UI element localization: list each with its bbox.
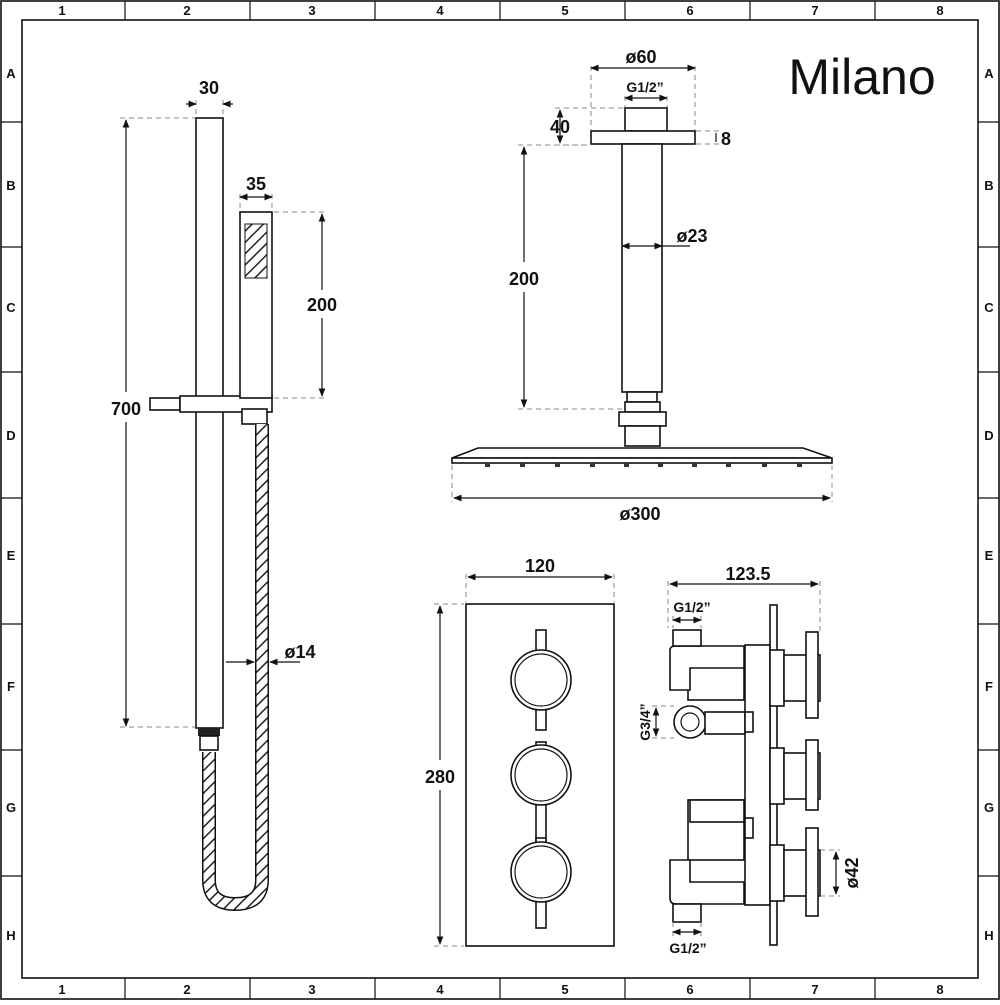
grid-row-left-g: G: [6, 800, 16, 815]
riser-rail-kit: 30 700 35 200 ø14: [111, 78, 337, 912]
arm-swivel: [624, 401, 661, 413]
valve-top-outlet: [672, 629, 702, 647]
grid-row-right-d: D: [984, 428, 993, 443]
grid-row-left-h: H: [6, 928, 15, 943]
ceiling-thread-dimension: G1/2”: [626, 79, 663, 95]
valve-inlet: [673, 705, 707, 739]
grid-col-top-1: 1: [58, 3, 65, 18]
valve-side-view: 123.5 G1/2” G3/4” ø42 G1/2”: [637, 564, 862, 956]
valve-side-handle-middle: [769, 739, 821, 811]
valve-bottom-pipe: [669, 859, 745, 905]
rail-width-dimension: 30: [199, 78, 219, 98]
rail-outlet-fitting: [199, 735, 219, 751]
valve-width-dimension: 120: [525, 556, 555, 576]
hose-connector: [241, 408, 268, 425]
shower-hose-braid: [203, 424, 268, 910]
grid-col-top-6: 6: [686, 3, 693, 18]
handset-spray-face: [244, 223, 268, 279]
grid-row-right-e: E: [985, 548, 994, 563]
arm-length-dimension: 200: [509, 269, 539, 289]
inlet-body: [704, 711, 746, 735]
rail-slider-arm: [149, 397, 181, 411]
flange-thickness-dimension: 8: [721, 129, 731, 149]
handset-height-dimension: 200: [307, 295, 337, 315]
valve-depth-dimension: 123.5: [725, 564, 770, 584]
valve-mid-body: [689, 799, 745, 823]
ceiling-flange: [590, 130, 696, 145]
valve-handle-top: [510, 629, 572, 731]
rail-slider-bracket: [179, 395, 273, 413]
valve-side-handle-top: [769, 631, 821, 719]
head-connector: [624, 425, 661, 447]
grid-col-bottom-6: 6: [686, 982, 693, 997]
grid-row-right-a: A: [984, 66, 994, 81]
swivel-joint: [618, 411, 667, 427]
valve-bottom-outlet: [672, 903, 702, 923]
hose-diameter-dimension: ø14: [284, 642, 315, 662]
shower-head-plate: [451, 457, 833, 464]
grid-col-bottom-7: 7: [811, 982, 818, 997]
grid-col-top-8: 8: [936, 3, 943, 18]
rail-outlet-nut: [198, 728, 220, 736]
riser-rail: [195, 117, 224, 729]
grid-row-right-b: B: [984, 178, 993, 193]
valve-handle-bottom: [510, 837, 572, 929]
grid-col-top-5: 5: [561, 3, 568, 18]
ceiling-arm-assembly: ø60 G1/2” 40 8 200 ø23 ø300: [451, 47, 833, 524]
grid-row-left-c: C: [6, 300, 16, 315]
valve-side-handle-bottom: [769, 827, 821, 917]
grid-row-left-a: A: [6, 66, 16, 81]
grid-col-bottom-1: 1: [58, 982, 65, 997]
flange-diameter-dimension: ø60: [625, 47, 656, 67]
ceiling-thread: [624, 107, 668, 132]
rail-height-dimension: 700: [111, 399, 141, 419]
valve-body-front: [744, 644, 771, 906]
grid-row-right-f: F: [985, 679, 993, 694]
handset-width-dimension: 35: [246, 174, 266, 194]
grid-col-bottom-4: 4: [436, 982, 444, 997]
grid-row-left-e: E: [7, 548, 16, 563]
shower-head-top: [451, 447, 833, 459]
grid-row-left-b: B: [6, 178, 15, 193]
shower-head-nozzles: [485, 463, 802, 467]
grid-row-left-f: F: [7, 679, 15, 694]
grid-col-bottom-2: 2: [183, 982, 190, 997]
grid-col-top-2: 2: [183, 3, 190, 18]
grid-col-top-4: 4: [436, 3, 444, 18]
ceiling-arm-tube: [621, 143, 663, 393]
flange-offset-dimension: 40: [550, 117, 570, 137]
grid-col-bottom-3: 3: [308, 982, 315, 997]
valve-front-view: 120 280: [425, 556, 615, 947]
grid-col-bottom-8: 8: [936, 982, 943, 997]
grid-row-right-g: G: [984, 800, 994, 815]
head-diameter-dimension: ø300: [619, 504, 660, 524]
arm-diameter-dimension: ø23: [676, 226, 707, 246]
valve-height-dimension: 280: [425, 767, 455, 787]
valve-bottom-thread-dimension: G1/2”: [669, 940, 706, 956]
grid-row-right-h: H: [984, 928, 993, 943]
valve-top-thread-dimension: G1/2”: [673, 599, 710, 615]
grid-col-top-7: 7: [811, 3, 818, 18]
grid-col-top-3: 3: [308, 3, 315, 18]
arm-nut: [626, 391, 658, 403]
handle-diameter-dimension: ø42: [842, 857, 862, 888]
grid-row-left-d: D: [6, 428, 15, 443]
brand-logo: Milano: [788, 49, 935, 105]
grid-row-right-c: C: [984, 300, 994, 315]
valve-inlet-thread-dimension: G3/4”: [637, 703, 653, 740]
grid-col-bottom-5: 5: [561, 982, 568, 997]
